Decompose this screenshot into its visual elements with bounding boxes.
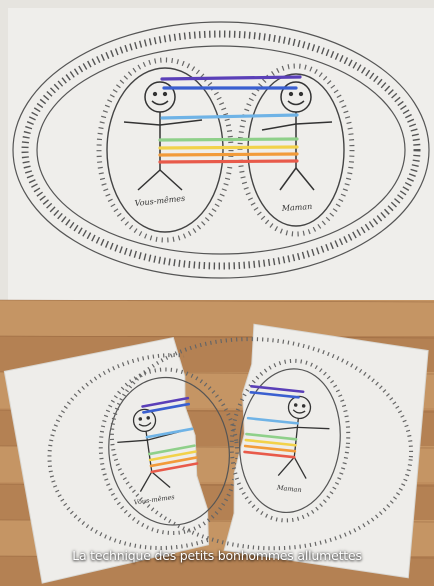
- cord-green: [160, 139, 297, 140]
- cord-yellow: [160, 147, 297, 148]
- wood-plank: [0, 300, 434, 336]
- cord-red: [160, 161, 297, 162]
- cord-orange: [160, 154, 297, 155]
- cord-violet: [162, 77, 300, 79]
- caption: La technique des petits bonhommes allume…: [0, 548, 434, 563]
